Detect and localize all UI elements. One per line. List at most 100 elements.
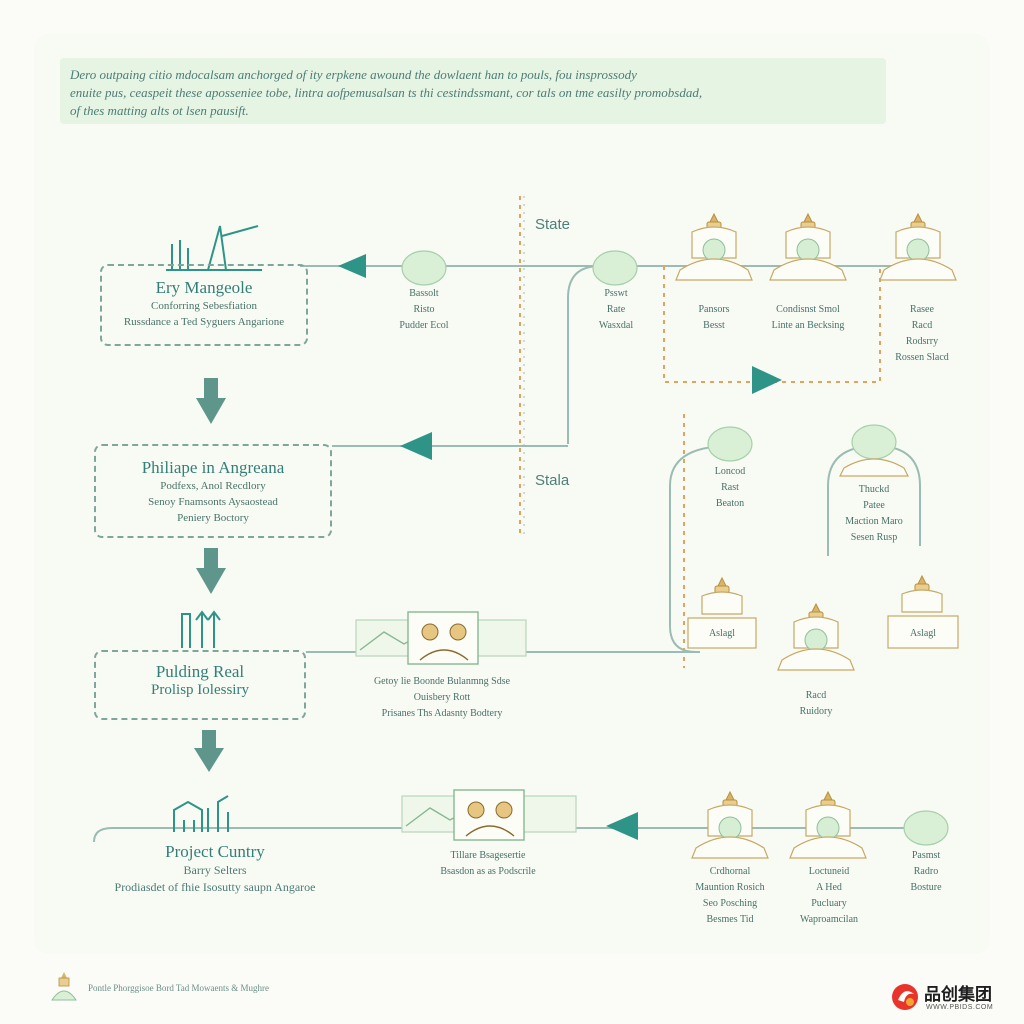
node-label-line: Rast xyxy=(721,482,739,493)
flow-box-line: Peniery Boctory xyxy=(177,512,249,524)
node-label: Racd Ruidory xyxy=(780,688,852,720)
node-label: Pansors Besst xyxy=(676,302,752,334)
stupa-icon xyxy=(675,213,753,281)
scene-caption: Getoy lie Boonde Bulanmng Sdse Ouisbery … xyxy=(342,674,542,722)
node-label-line: Beaton xyxy=(715,498,745,509)
node-label-line: Racd xyxy=(805,690,827,701)
flow-box: Pulding Real Prolisp Iolessiry xyxy=(94,650,306,720)
flow-box-line: Senoy Fnamsonts Aysaostead xyxy=(148,496,278,508)
scene-caption-line: Getoy lie Boonde Bulanmng Sdse xyxy=(373,676,511,687)
node-label-line: Bosture xyxy=(910,882,942,893)
node-label-line: Psswt xyxy=(604,288,628,299)
stupa-icon xyxy=(769,213,847,281)
construction-site-icon xyxy=(166,225,262,271)
scene-caption-line: Bsasdon as as Podscrile xyxy=(440,866,536,877)
down-arrow-icon xyxy=(196,378,226,424)
tag-label: Aslagl xyxy=(909,628,937,639)
stupa-icon xyxy=(879,213,957,281)
flow-box-title: Philiape in Angreana xyxy=(141,458,285,477)
intro-line: of thes matting alts ot lsen pausift. xyxy=(70,103,249,118)
flow-box-title: Ery Mangeole xyxy=(155,278,253,297)
node-label-line: Patee xyxy=(863,500,885,511)
scene-caption-line: Tillare Bsagesertie xyxy=(450,850,526,861)
flow-box: Ery Mangeole Conforring Sebesfiation Rus… xyxy=(100,264,308,346)
arrow-left-icon xyxy=(338,254,366,278)
scene-caption: Tillare Bsagesertie Bsasdon as as Podscr… xyxy=(400,848,576,880)
node-label-line: Besmes Tid xyxy=(706,914,754,925)
flow-box-line: Prolisp Iolessiry xyxy=(151,682,249,698)
node-label-line: Sesen Rusp xyxy=(850,532,898,543)
node-label-line: Racd xyxy=(911,320,933,331)
landscape-scene-icon xyxy=(355,611,527,665)
node-label-line: Linte an Becksing xyxy=(771,320,845,331)
stupa-icon xyxy=(701,577,743,615)
intro-note: Dero outpaing citio mdocalsam anchorged … xyxy=(60,58,886,124)
node-label-line: Seo Posching xyxy=(702,898,758,909)
flow-box-title: Pulding Real xyxy=(155,662,245,681)
state-label: State xyxy=(535,216,571,233)
flow-box-line: Russdance a Ted Syguers Angarione xyxy=(123,316,285,328)
flow-box: Philiape in Angreana Podfexs, Anol Recdl… xyxy=(94,444,332,538)
node-label-line: Loncod xyxy=(714,466,746,477)
node-label: Condisnst Smol Linte an Becksing xyxy=(752,302,864,334)
node-label: Crdhornal Mauntion Rosich Seo Posching B… xyxy=(680,864,780,928)
node-label-line: Rasee xyxy=(910,304,934,315)
node-label-line: Rate xyxy=(606,304,626,315)
arrow-left-icon xyxy=(400,432,432,460)
node-label-line: Thuckd xyxy=(858,484,890,495)
node-label-line: A Hed xyxy=(816,882,842,893)
node-label-line: Radro xyxy=(913,866,939,877)
node-label-line: Ruidory xyxy=(799,706,833,717)
node-label-line: Waproamcilan xyxy=(799,914,859,925)
brand-logo-icon xyxy=(892,984,918,1010)
node-label-line: Besst xyxy=(703,320,725,331)
scene-caption-line: Prisanes Ths Adasnty Bodtery xyxy=(381,708,503,719)
node-label-line: Mauntion Rosich xyxy=(695,882,765,893)
intro-line: enuite pus, ceaspeit these aposseniee to… xyxy=(70,85,703,100)
node-label-line: Bassolt xyxy=(409,288,439,299)
arrow-left-icon xyxy=(606,812,638,840)
flow-box-line: Podfexs, Anol Recdlory xyxy=(160,480,266,492)
node-label: Loctuneid A Hed Pucluary Waproamcilan xyxy=(784,864,874,928)
factory-icon xyxy=(173,795,229,832)
node-label-line: Maction Maro xyxy=(845,516,903,527)
stupa-icon xyxy=(777,603,855,671)
brand-watermark: 品创集团 WWW.PBIDS.COM xyxy=(890,980,1014,1016)
footer-caption: Pontle Phorggisoe Bord Tad Mowaents & Mu… xyxy=(88,983,270,993)
node-label-line: Loctuneid xyxy=(808,866,850,877)
state-label: Stala xyxy=(535,472,570,489)
node-label: Bassolt Risto Pudder Ecol xyxy=(384,286,464,334)
stupa-logo-icon xyxy=(51,972,77,1001)
node-label: Rasee Racd Rodsrry Rossen Slacd xyxy=(880,302,964,366)
stupa-icon xyxy=(789,791,867,859)
brand-name: 品创集团 xyxy=(924,985,992,1004)
down-arrow-icon xyxy=(194,730,224,772)
node-label-line: Crdhornal xyxy=(709,866,751,877)
node-label-line: Pasmst xyxy=(911,850,941,861)
down-arrow-icon xyxy=(196,548,226,594)
project-title: Project Cuntry xyxy=(165,842,265,861)
node-label-line: Pansors xyxy=(698,304,730,315)
stupa-icon xyxy=(901,575,943,613)
node-label: Pasmst Radro Bosture xyxy=(890,848,962,896)
project-line: Barry Selters xyxy=(183,863,247,877)
intro-line: Dero outpaing citio mdocalsam anchorged … xyxy=(70,67,637,82)
node-label: Thuckd Patee Maction Maro Sesen Rusp xyxy=(828,482,920,546)
flow-box-line: Conforring Sebesfiation xyxy=(150,300,257,312)
node-label-line: Wasxdal xyxy=(598,320,634,331)
project-block: Project Cuntry Barry Selters Prodiasdet … xyxy=(90,842,340,896)
scene-caption-line: Ouisbery Rott xyxy=(413,692,471,703)
arrow-right-icon xyxy=(752,366,782,394)
tag-label: Aslagl xyxy=(708,628,736,639)
node-label-line: Pudder Ecol xyxy=(399,320,449,331)
node-label: Psswt Rate Wasxdal xyxy=(576,286,656,334)
brand-url: WWW.PBIDS.COM xyxy=(926,1004,994,1011)
node-label-line: Rossen Slacd xyxy=(895,352,949,363)
landscape-scene-icon xyxy=(401,789,577,841)
node-label-line: Pucluary xyxy=(811,898,847,909)
node-label: Loncod Rast Beaton xyxy=(692,464,768,512)
node-label-line: Risto xyxy=(413,304,435,315)
project-line: Prodiasdet of fhie Isosutty saupn Angaro… xyxy=(114,880,316,894)
stupa-icon xyxy=(691,791,769,859)
